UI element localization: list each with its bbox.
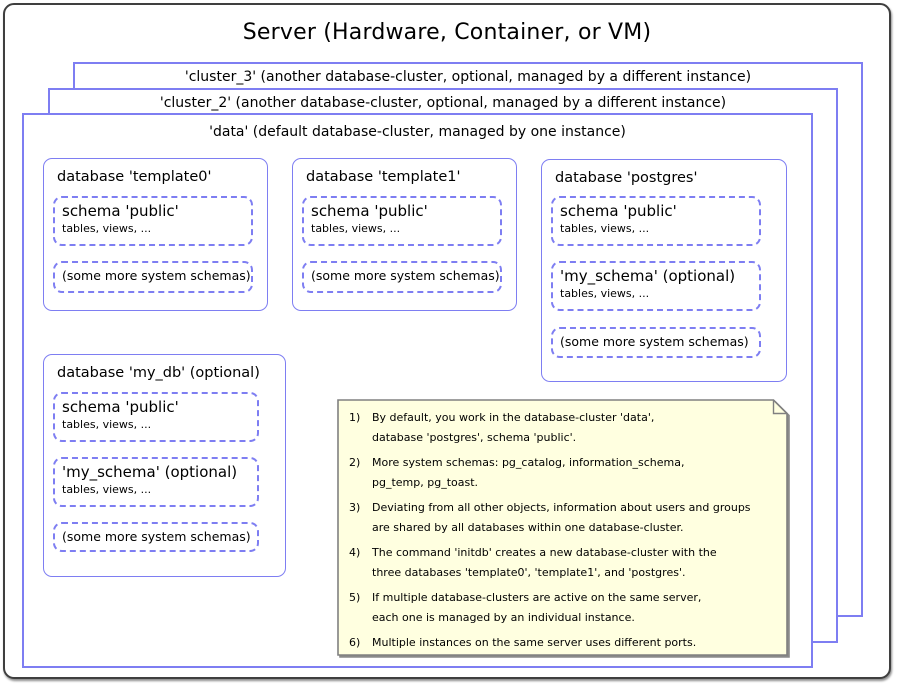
my-db-schema-public-box: schema 'public' tables, views, ... xyxy=(53,392,259,442)
schema-public-label: schema 'public' xyxy=(311,202,428,220)
database-template1-label: database 'template1' xyxy=(306,169,461,185)
database-my-db-box: database 'my_db' (optional) schema 'publ… xyxy=(43,354,286,577)
my-db-my-schema-box: 'my_schema' (optional) tables, views, ..… xyxy=(53,457,259,507)
postgres-schema-public-box: schema 'public' tables, views, ... xyxy=(551,196,761,246)
schema-public-contents: tables, views, ... xyxy=(62,418,152,431)
note-item: 4) The command 'initdb' creates a new da… xyxy=(349,543,782,583)
database-postgres-box: database 'postgres' schema 'public' tabl… xyxy=(541,159,787,382)
template0-system-schemas-box: (some more system schemas) xyxy=(53,261,253,293)
note-item-text: Multiple instances on the same server us… xyxy=(372,636,697,649)
database-template1-box: database 'template1' schema 'public' tab… xyxy=(292,158,517,311)
schema-public-label: schema 'public' xyxy=(62,398,179,416)
schema-public-label: schema 'public' xyxy=(560,202,677,220)
template0-schema-public-box: schema 'public' tables, views, ... xyxy=(53,196,253,246)
schema-public-contents: tables, views, ... xyxy=(560,222,650,235)
my-schema-label: 'my_schema' (optional) xyxy=(62,463,238,481)
schema-public-contents: tables, views, ... xyxy=(62,222,152,235)
template1-schema-public-box: schema 'public' tables, views, ... xyxy=(302,196,502,246)
note-item: 2) More system schemas: pg_catalog, info… xyxy=(349,453,782,493)
cluster-2-label: 'cluster_2' (another database-cluster, o… xyxy=(159,95,727,111)
note-item-number: 6) xyxy=(349,636,361,649)
note-body: 1) By default, you work in the database-… xyxy=(337,399,788,656)
schema-public-contents: tables, views, ... xyxy=(311,222,401,235)
notes-panel: 1) By default, you work in the database-… xyxy=(337,399,788,656)
note-item: 3) Deviating from all other objects, inf… xyxy=(349,498,782,538)
note-item: 5) If multiple database-clusters are act… xyxy=(349,588,782,628)
system-schemas-label: (some more system schemas) xyxy=(62,268,251,283)
my-schema-contents: tables, views, ... xyxy=(560,287,650,300)
note-item-text: The command 'initdb' creates a new datab… xyxy=(372,546,717,579)
cluster-3-label: 'cluster_3' (another database-cluster, o… xyxy=(184,69,752,85)
cluster-data-label: 'data' (default database-cluster, manage… xyxy=(209,124,626,140)
server-title: Server (Hardware, Container, or VM) xyxy=(242,20,652,45)
postgres-system-schemas-box: (some more system schemas) xyxy=(551,327,761,358)
system-schemas-label: (some more system schemas) xyxy=(62,529,251,544)
note-item-text: More system schemas: pg_catalog, informa… xyxy=(372,456,685,489)
my-schema-label: 'my_schema' (optional) xyxy=(560,267,736,285)
note-item-number: 2) xyxy=(349,456,361,469)
cluster-data-box: 'data' (default database-cluster, manage… xyxy=(22,113,813,668)
database-template0-label: database 'template0' xyxy=(57,169,212,185)
note-item-number: 5) xyxy=(349,591,361,604)
note-fold-corner xyxy=(772,400,787,415)
schema-public-label: schema 'public' xyxy=(62,202,179,220)
note-item-number: 4) xyxy=(349,546,361,559)
my-db-system-schemas-box: (some more system schemas) xyxy=(53,522,259,552)
note-item-text: Deviating from all other objects, inform… xyxy=(372,501,751,534)
system-schemas-label: (some more system schemas) xyxy=(311,268,500,283)
note-item: 1) By default, you work in the database-… xyxy=(349,408,782,448)
database-my-db-label: database 'my_db' (optional) xyxy=(57,365,260,381)
database-template0-box: database 'template0' schema 'public' tab… xyxy=(43,158,268,311)
system-schemas-label: (some more system schemas) xyxy=(560,334,749,349)
note-paper-shape xyxy=(337,399,788,656)
template1-system-schemas-box: (some more system schemas) xyxy=(302,261,502,293)
postgres-my-schema-box: 'my_schema' (optional) tables, views, ..… xyxy=(551,261,761,311)
note-item-text: By default, you work in the database-clu… xyxy=(372,411,655,444)
note-item: 6) Multiple instances on the same server… xyxy=(349,633,782,653)
database-postgres-label: database 'postgres' xyxy=(555,170,698,186)
note-item-text: If multiple database-clusters are active… xyxy=(372,591,702,624)
note-item-number: 3) xyxy=(349,501,361,514)
note-item-number: 1) xyxy=(349,411,361,424)
my-schema-contents: tables, views, ... xyxy=(62,483,152,496)
